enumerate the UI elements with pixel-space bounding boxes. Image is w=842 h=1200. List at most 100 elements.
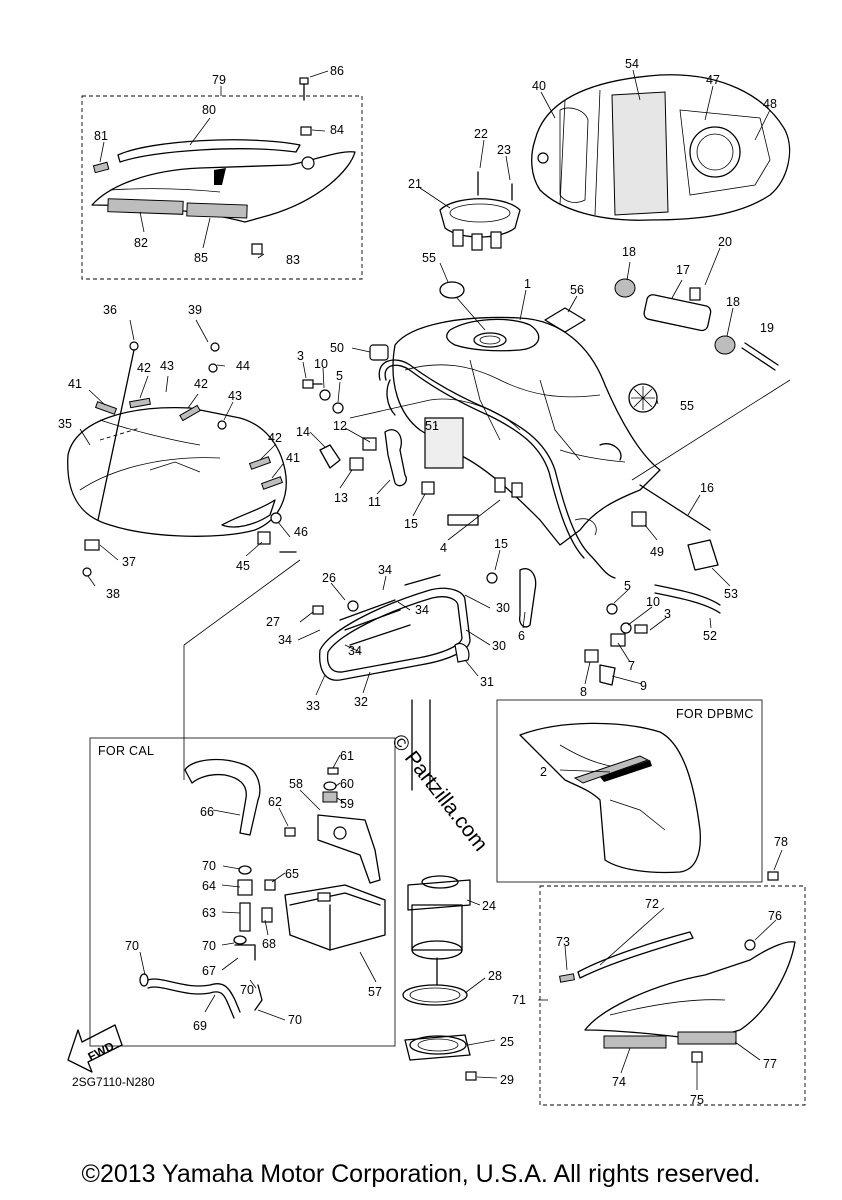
- callout-24: 24: [482, 899, 496, 913]
- callout-50: 50: [330, 341, 344, 355]
- callout-27: 27: [266, 615, 280, 629]
- callout-73: 73: [556, 935, 570, 949]
- callout-15a: 15: [404, 517, 418, 531]
- callout-70d: 70: [240, 983, 254, 997]
- section-box-bottom-right: [539, 885, 806, 1106]
- leader-lines: [79, 69, 791, 1090]
- callout-71: 71: [512, 993, 526, 1007]
- gasket-56: [544, 307, 586, 333]
- callout-55a: 55: [422, 251, 436, 265]
- callout-72: 72: [645, 897, 659, 911]
- canister-system-cal: [139, 758, 386, 1019]
- callout-26: 26: [322, 571, 336, 585]
- callout-77: 77: [763, 1057, 777, 1071]
- callout-80: 80: [202, 103, 216, 117]
- side-cover-left-upper: [91, 77, 356, 255]
- callout-47: 47: [706, 73, 720, 87]
- callout-32: 32: [354, 695, 368, 709]
- callout-81: 81: [94, 129, 108, 143]
- fuel-tank: [378, 316, 661, 579]
- callout-82: 82: [134, 236, 148, 250]
- callout-10a: 10: [314, 357, 328, 371]
- callout-21: 21: [408, 177, 422, 191]
- side-cover-right: [559, 871, 796, 1063]
- callout-34a: 34: [378, 563, 392, 577]
- callout-60: 60: [340, 777, 354, 791]
- callout-75: 75: [690, 1093, 704, 1107]
- callout-11: 11: [368, 495, 381, 509]
- callout-63: 63: [202, 906, 216, 920]
- callout-29: 29: [500, 1073, 514, 1087]
- callout-42b: 42: [194, 377, 208, 391]
- callout-15b: 15: [494, 537, 508, 551]
- callout-39: 39: [188, 303, 202, 317]
- callout-34b: 34: [415, 603, 429, 617]
- callout-65: 65: [285, 867, 299, 881]
- callout-41b: 41: [286, 451, 300, 465]
- section-label-for-cal: FOR CAL: [98, 744, 154, 758]
- callout-56: 56: [570, 283, 584, 297]
- callout-1: 1: [524, 277, 531, 291]
- section-box-top-left: [81, 95, 363, 280]
- section-box-for-dpbmc: FOR DPBMC: [496, 699, 763, 883]
- callout-35: 35: [58, 417, 72, 431]
- callout-30a: 30: [496, 601, 510, 615]
- callout-59: 59: [340, 797, 354, 811]
- callout-5b: 5: [624, 579, 631, 593]
- callout-70e: 70: [288, 1013, 302, 1027]
- callout-5a: 5: [336, 369, 343, 383]
- section-label-for-dpbmc: FOR DPBMC: [676, 707, 754, 721]
- callout-64: 64: [202, 879, 216, 893]
- callout-70c: 70: [125, 939, 139, 953]
- callout-34c: 34: [278, 633, 292, 647]
- callout-54: 54: [625, 57, 639, 71]
- callout-25: 25: [500, 1035, 514, 1049]
- callout-33: 33: [306, 699, 320, 713]
- callout-46: 46: [294, 525, 308, 539]
- callout-23: 23: [497, 143, 511, 157]
- callout-30b: 30: [492, 639, 506, 653]
- callout-14: 14: [296, 425, 310, 439]
- callout-22: 22: [474, 127, 488, 141]
- callout-44: 44: [236, 359, 250, 373]
- callout-70b: 70: [202, 939, 216, 953]
- callout-37: 37: [122, 555, 136, 569]
- diagram-code: 2SG7110-N280: [72, 1075, 155, 1089]
- callout-36: 36: [103, 303, 117, 317]
- callout-48: 48: [763, 97, 777, 111]
- callout-83: 83: [286, 253, 300, 267]
- callout-13: 13: [334, 491, 348, 505]
- fuel-pump: [402, 699, 477, 1081]
- fuel-tank-inner-panels: [531, 74, 791, 221]
- tank-guard-frame: [312, 574, 471, 681]
- callout-3b: 3: [664, 607, 671, 621]
- callout-12: 12: [333, 419, 347, 433]
- callout-79: 79: [212, 73, 226, 87]
- callout-85: 85: [194, 251, 208, 265]
- callout-45: 45: [236, 559, 250, 573]
- callout-42c: 42: [268, 431, 282, 445]
- callout-labels: 79 80 81 82 85 83 86 84 40 54 47 48 22 2…: [58, 57, 788, 1107]
- callout-68: 68: [262, 937, 276, 951]
- callout-6: 6: [518, 629, 525, 643]
- callout-58: 58: [289, 777, 303, 791]
- callout-51: 51: [425, 419, 439, 433]
- callout-38: 38: [106, 587, 120, 601]
- callout-34d: 34: [348, 644, 362, 658]
- callout-40: 40: [532, 79, 546, 93]
- dpbmc-tank-cover: [519, 722, 701, 874]
- callout-66: 66: [200, 805, 214, 819]
- callout-61: 61: [340, 749, 354, 763]
- callout-67: 67: [202, 964, 216, 978]
- callout-69: 69: [193, 1019, 207, 1033]
- callout-53: 53: [724, 587, 738, 601]
- o-ring-55: [439, 281, 465, 299]
- callout-19: 19: [760, 321, 774, 335]
- side-cover-left: [67, 341, 297, 577]
- callout-7: 7: [628, 659, 635, 673]
- callout-31: 31: [480, 675, 494, 689]
- callout-43b: 43: [228, 389, 242, 403]
- callout-70a: 70: [202, 859, 216, 873]
- callout-84: 84: [330, 123, 344, 137]
